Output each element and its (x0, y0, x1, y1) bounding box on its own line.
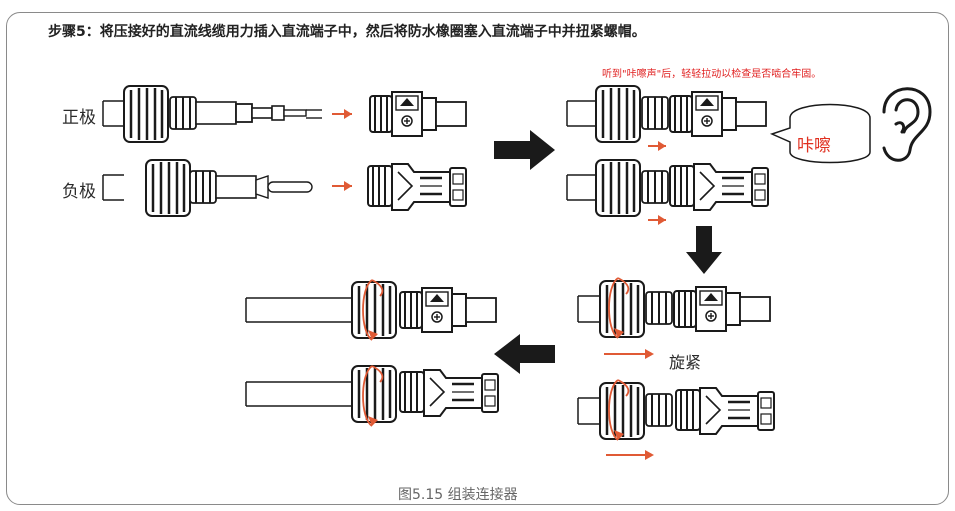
negative-disassembled (102, 158, 313, 218)
tighten-label: 旋紧 (669, 353, 702, 372)
figure-caption: 图5.15 组装连接器 (398, 487, 518, 503)
ear-icon (882, 87, 932, 162)
click-sound-label: 咔嚓 (797, 136, 831, 156)
positive-tightening (577, 277, 771, 339)
negative-joined (566, 158, 770, 218)
positive-label: 正极 (62, 108, 96, 128)
negative-assembled (245, 364, 500, 427)
negative-tightening (577, 379, 776, 441)
speech-bubble (769, 103, 871, 164)
flow-arrow-left (494, 334, 555, 374)
positive-joined (566, 84, 767, 144)
positive-connector (369, 91, 467, 137)
step-instruction: 步骤5：将压接好的直流线缆用力插入直流端子中，然后将防水橡圈塞入直流端子中并扭紧… (48, 24, 646, 40)
flow-arrow-right (494, 130, 555, 170)
figure-frame (6, 12, 949, 505)
negative-connector (366, 162, 468, 212)
click-hint: 听到"咔嚓声"后，轻轻拉动以检查是否啮合牢固。 (602, 69, 822, 80)
flow-arrow-down (686, 226, 722, 274)
positive-assembled (245, 279, 497, 341)
negative-label: 负极 (62, 182, 96, 202)
positive-disassembled (102, 84, 322, 144)
